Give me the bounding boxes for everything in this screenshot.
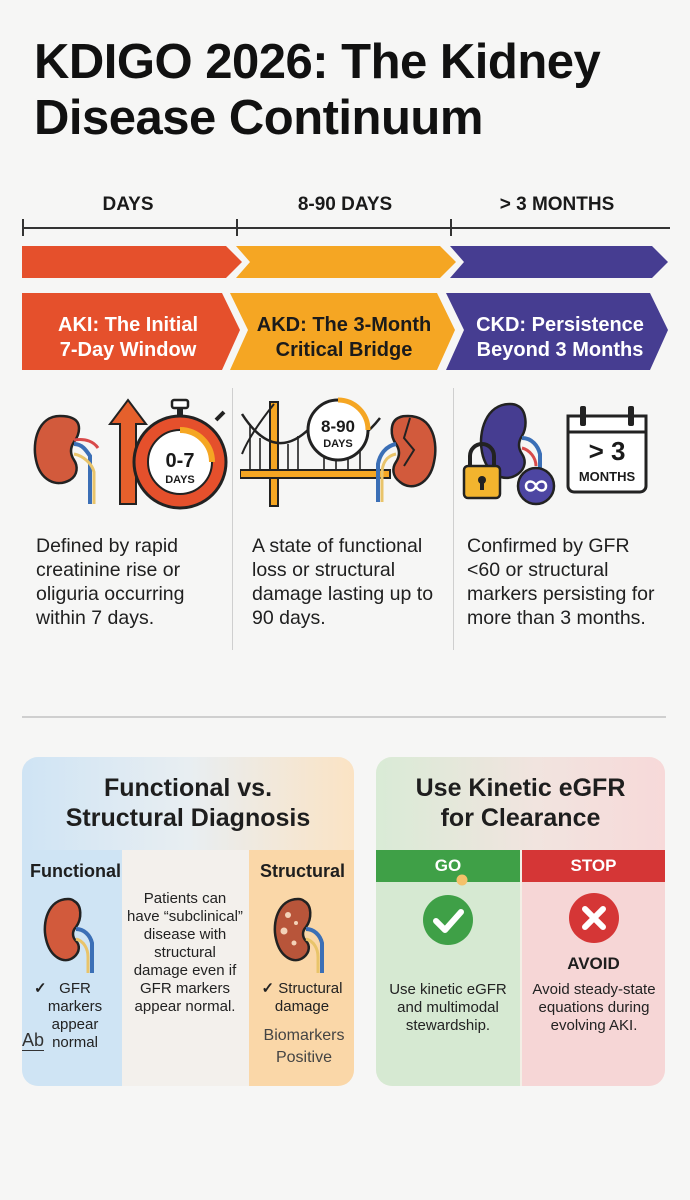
timeline-tick bbox=[22, 219, 24, 236]
ckd-badge-top: > 3 bbox=[589, 436, 626, 466]
column-divider bbox=[453, 388, 454, 650]
infinity-icon bbox=[516, 466, 556, 506]
ckd-illustration: > 3 MONTHS bbox=[462, 402, 648, 506]
phase-title-akd-line1: AKD: The 3-Month bbox=[256, 314, 432, 336]
rising-arrow-icon bbox=[108, 398, 148, 505]
stopwatch-icon bbox=[132, 398, 228, 510]
akd-illustration: 8-90 DAYS bbox=[240, 397, 437, 507]
akd-badge-top: 8-90 bbox=[321, 417, 355, 436]
checkmark-circle-icon bbox=[423, 895, 473, 945]
biomarkers-positive: Biomarkers Positive bbox=[254, 1025, 354, 1069]
functional-label: Functional bbox=[30, 861, 121, 881]
biomarkers-line2: Positive bbox=[275, 1049, 333, 1066]
diagnosis-card-title: Functional vs. Structural Diagnosis bbox=[22, 773, 354, 833]
egfr-card: Use Kinetic eGFR for Clearance GO STOP U… bbox=[376, 757, 665, 1086]
timeline-tick bbox=[236, 219, 238, 236]
timeline-label-aki: DAYS bbox=[102, 194, 154, 215]
diagnosis-card-title-line2: Structural Diagnosis bbox=[65, 804, 311, 832]
functional-note-line3: appear bbox=[51, 1016, 99, 1033]
structural-note: ✓ Structural damage bbox=[254, 980, 350, 1016]
functional-note-line2: markers bbox=[47, 998, 103, 1015]
check-icon: ✓ bbox=[261, 980, 279, 997]
functional-note-line1: GFR bbox=[59, 980, 91, 997]
aki-badge-bottom: DAYS bbox=[165, 474, 195, 486]
timeline-tick bbox=[450, 219, 452, 236]
aki-badge-top: 0-7 bbox=[166, 450, 195, 472]
phase-title-akd-line2: Critical Bridge bbox=[275, 339, 413, 361]
aki-description: Defined by rapid creatinine rise or olig… bbox=[36, 535, 185, 629]
avoid-label: AVOID bbox=[567, 954, 620, 973]
egfr-card-title-line2: for Clearance bbox=[440, 804, 601, 832]
structural-note-line1: Structural bbox=[278, 980, 343, 997]
ckd-badge-bottom: MONTHS bbox=[579, 469, 636, 484]
column-divider bbox=[232, 388, 233, 650]
phase-title-ckd-line2: Beyond 3 Months bbox=[476, 339, 644, 361]
stop-description: Avoid steady-state equations during evol… bbox=[532, 981, 656, 1034]
akd-badge-bottom: DAYS bbox=[323, 438, 353, 450]
cracked-kidney-icon bbox=[376, 414, 437, 502]
go-label: GO bbox=[376, 850, 520, 882]
biomarkers-line1: Biomarkers bbox=[263, 1027, 345, 1044]
dot-marker bbox=[456, 874, 468, 886]
phase-title-aki-line2: 7-Day Window bbox=[59, 339, 197, 361]
phase-title-aki: AKI: The Initial 7-Day Window bbox=[30, 306, 226, 370]
ckd-thin-arrow bbox=[450, 246, 668, 278]
kidney-icon bbox=[33, 414, 100, 504]
phase-arrow-bands bbox=[22, 246, 668, 370]
stop-label: STOP bbox=[522, 850, 665, 882]
structural-note-line2: damage bbox=[274, 998, 330, 1015]
akd-thin-arrow bbox=[236, 246, 456, 278]
section-divider bbox=[22, 716, 666, 718]
functional-column bbox=[22, 850, 122, 1086]
diagnosis-card-header bbox=[22, 757, 354, 850]
page-title: KDIGO 2026: The Kidney Disease Continuum bbox=[34, 35, 601, 145]
timeline-axis bbox=[22, 227, 670, 229]
ab-stamp: Ab bbox=[22, 1030, 45, 1051]
akd-title-arrow bbox=[230, 293, 455, 370]
diagnosis-card-title-line1: Functional vs. bbox=[103, 774, 273, 802]
phase-title-aki-line1: AKI: The Initial bbox=[58, 314, 198, 336]
lock-icon bbox=[462, 442, 502, 500]
egfr-card-title-line1: Use Kinetic eGFR bbox=[415, 774, 626, 802]
phase-title-ckd-line1: CKD: Persistence bbox=[476, 314, 644, 336]
aki-illustration: 0-7 DAYS bbox=[33, 398, 228, 510]
ckd-description: Confirmed by GFR <60 or structural marke… bbox=[467, 535, 655, 629]
egfr-card-title: Use Kinetic eGFR for Clearance bbox=[376, 773, 665, 833]
functional-note-line4: normal bbox=[52, 1034, 98, 1051]
timeline-label-akd: 8-90 DAYS bbox=[297, 194, 393, 215]
subclinical-note: Patients can have “subclinical” disease … bbox=[127, 890, 243, 1015]
aki-thin-arrow bbox=[22, 246, 242, 278]
functional-note: ✓ GFR markers appear normal bbox=[30, 980, 120, 1052]
badge-circle bbox=[306, 397, 371, 462]
structural-column bbox=[249, 850, 354, 1086]
check-icon: ✓ bbox=[34, 980, 47, 997]
structural-label: Structural bbox=[260, 861, 346, 881]
stop-column bbox=[522, 850, 665, 1086]
timeline-label-ckd: > 3 MONTHS bbox=[499, 194, 615, 215]
calendar-icon bbox=[566, 406, 648, 494]
aki-title-arrow bbox=[22, 293, 240, 370]
akd-description: A state of functional loss or structural… bbox=[252, 535, 434, 629]
x-circle-icon bbox=[569, 893, 619, 943]
functional-kidney-icon bbox=[43, 897, 94, 973]
diagnosis-card: Functional vs. Structural Diagnosis Func… bbox=[22, 757, 354, 1086]
egfr-card-header bbox=[376, 757, 665, 850]
ckd-title-arrow bbox=[446, 293, 668, 370]
damaged-kidney-icon bbox=[273, 897, 324, 973]
bridge-icon bbox=[240, 401, 391, 507]
go-column bbox=[376, 850, 520, 1086]
go-description: Use kinetic eGFR and multimodal stewards… bbox=[389, 981, 507, 1034]
